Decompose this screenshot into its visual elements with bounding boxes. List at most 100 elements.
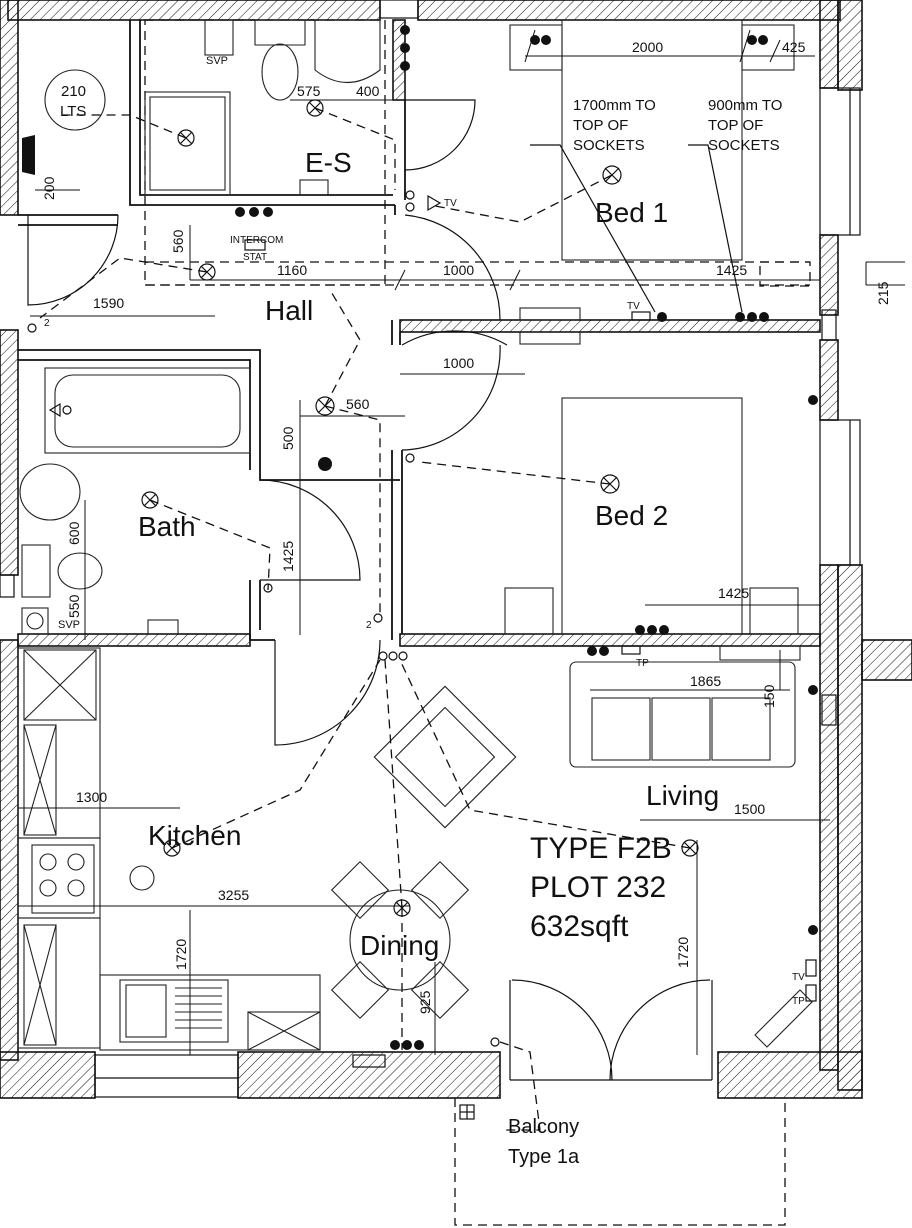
wall-left-mid [0,329,19,576]
lts-label-top: 210 [61,83,86,100]
wall-outer-right [837,564,863,1091]
dim-1300: 1300 [76,789,107,805]
dim-925: 925 [417,990,433,1014]
wall-bottom-right [717,1051,863,1099]
dimension-lines [18,29,905,1055]
tp-living-label: TP [792,996,805,1007]
wc-cistern-ensuite [254,19,306,46]
wall-outer-right-top [837,0,863,91]
wall-top-right [417,0,841,21]
plot-number: PLOT 232 [530,871,666,904]
partition-bed2-living [399,633,821,647]
dim-1425-vertical: 1425 [280,541,296,572]
tp-bed2-label: TP [636,658,649,669]
sockets-1700-note-l3: SOCKETS [573,137,645,154]
dim-575: 575 [297,83,321,99]
wall-left-upper [0,0,19,216]
internal-walls [17,19,811,1051]
dim-200: 200 [41,176,57,200]
wall-right-upper [819,234,839,316]
bathtub [44,367,251,454]
furniture [19,19,813,1051]
door-balcony-right [609,979,713,1081]
sockets-1700-note-l2: TOP OF [573,117,628,134]
dim-550: 550 [66,594,82,618]
switch-count-hall: 2 [366,620,372,631]
dim-1720-living: 1720 [675,937,691,968]
dim-1500: 1500 [734,801,765,817]
dim-2000: 2000 [632,39,663,55]
dining-table [349,889,451,991]
door-balcony-left [509,979,613,1081]
sockets-900-note-l1: 900mm TO [708,97,782,114]
room-dining-label: Dining [360,930,439,961]
armchair [373,685,517,829]
dim-3255: 3255 [218,887,249,903]
tv-living-label: TV [792,972,805,983]
dim-1720-kitchen: 1720 [173,939,189,970]
wall-right-top [819,0,839,89]
partition-bed1-bed2 [399,319,821,333]
room-bed2-label: Bed 2 [595,500,668,531]
wall-stub-right [861,639,912,681]
balcony-label-line2: Type 1a [508,1146,580,1168]
electrical [0,25,837,1131]
plot-area: 632sqft [530,910,629,943]
wall-top [7,0,381,21]
plot-type: TYPE F2B [530,832,672,865]
dim-1425-bed2: 1425 [718,585,749,601]
door-ensuite [404,99,476,171]
room-ensuite-label: E-S [305,147,352,178]
sofa [569,661,796,768]
door-living [274,639,381,746]
room-living-label: Living [646,780,719,811]
sockets-900-note-l3: SOCKETS [708,137,780,154]
sockets-900-note-l2: TOP OF [708,117,763,134]
dim-1160: 1160 [277,262,307,278]
dim-400: 400 [356,83,380,99]
wall-bottom-mid [237,1051,501,1099]
top-gap-box [379,0,419,19]
window-bed2 [819,419,861,566]
dim-560-vertical: 560 [170,229,186,253]
door-bath [259,479,361,581]
room-bed1-label: Bed 1 [595,197,668,228]
room-bath-label: Bath [138,511,196,542]
svp-label-top: SVP [206,55,228,67]
light-icon [177,129,195,147]
door-hall [27,214,119,306]
wall-bottom-left [0,1051,96,1099]
window-bed1 [819,87,861,236]
tv-ensuite-label: TV [444,198,457,209]
dim-1000-top: 1000 [443,262,474,278]
dim-560-horizontal: 560 [346,396,370,412]
consumer-unit-icon [22,135,35,175]
svp-label-bottom: SVP [58,619,80,631]
wall-left-lower [0,639,19,1061]
wall-right-mid [819,339,839,421]
door-bed2 [401,344,501,451]
note-leaders [530,144,743,313]
room-hall-label: Hall [265,295,313,326]
basin-ensuite [314,19,381,83]
dim-1590: 1590 [93,295,124,311]
dim-425: 425 [782,39,806,55]
window-kitchen [94,1054,239,1098]
dim-1865: 1865 [690,673,721,689]
dim-500: 500 [280,426,296,450]
dim-600: 600 [66,521,82,545]
switch-count-bath: 2 [44,318,50,329]
kitchen-sink [119,979,229,1043]
dim-150: 150 [761,684,777,708]
balcony-outline [454,1098,786,1226]
stat-label: STAT [243,252,267,263]
tv-bed1-label: TV [627,301,640,312]
lts-circle [44,69,106,131]
sockets-1700-note-l1: 1700mm TO [573,97,656,114]
dim-1425-top: 1425 [716,262,747,278]
lts-label-bottom: LTS [60,103,86,120]
room-kitchen-label: Kitchen [148,820,241,851]
balcony-label-line1: Balcony [508,1116,579,1138]
dim-215: 215 [875,281,891,305]
